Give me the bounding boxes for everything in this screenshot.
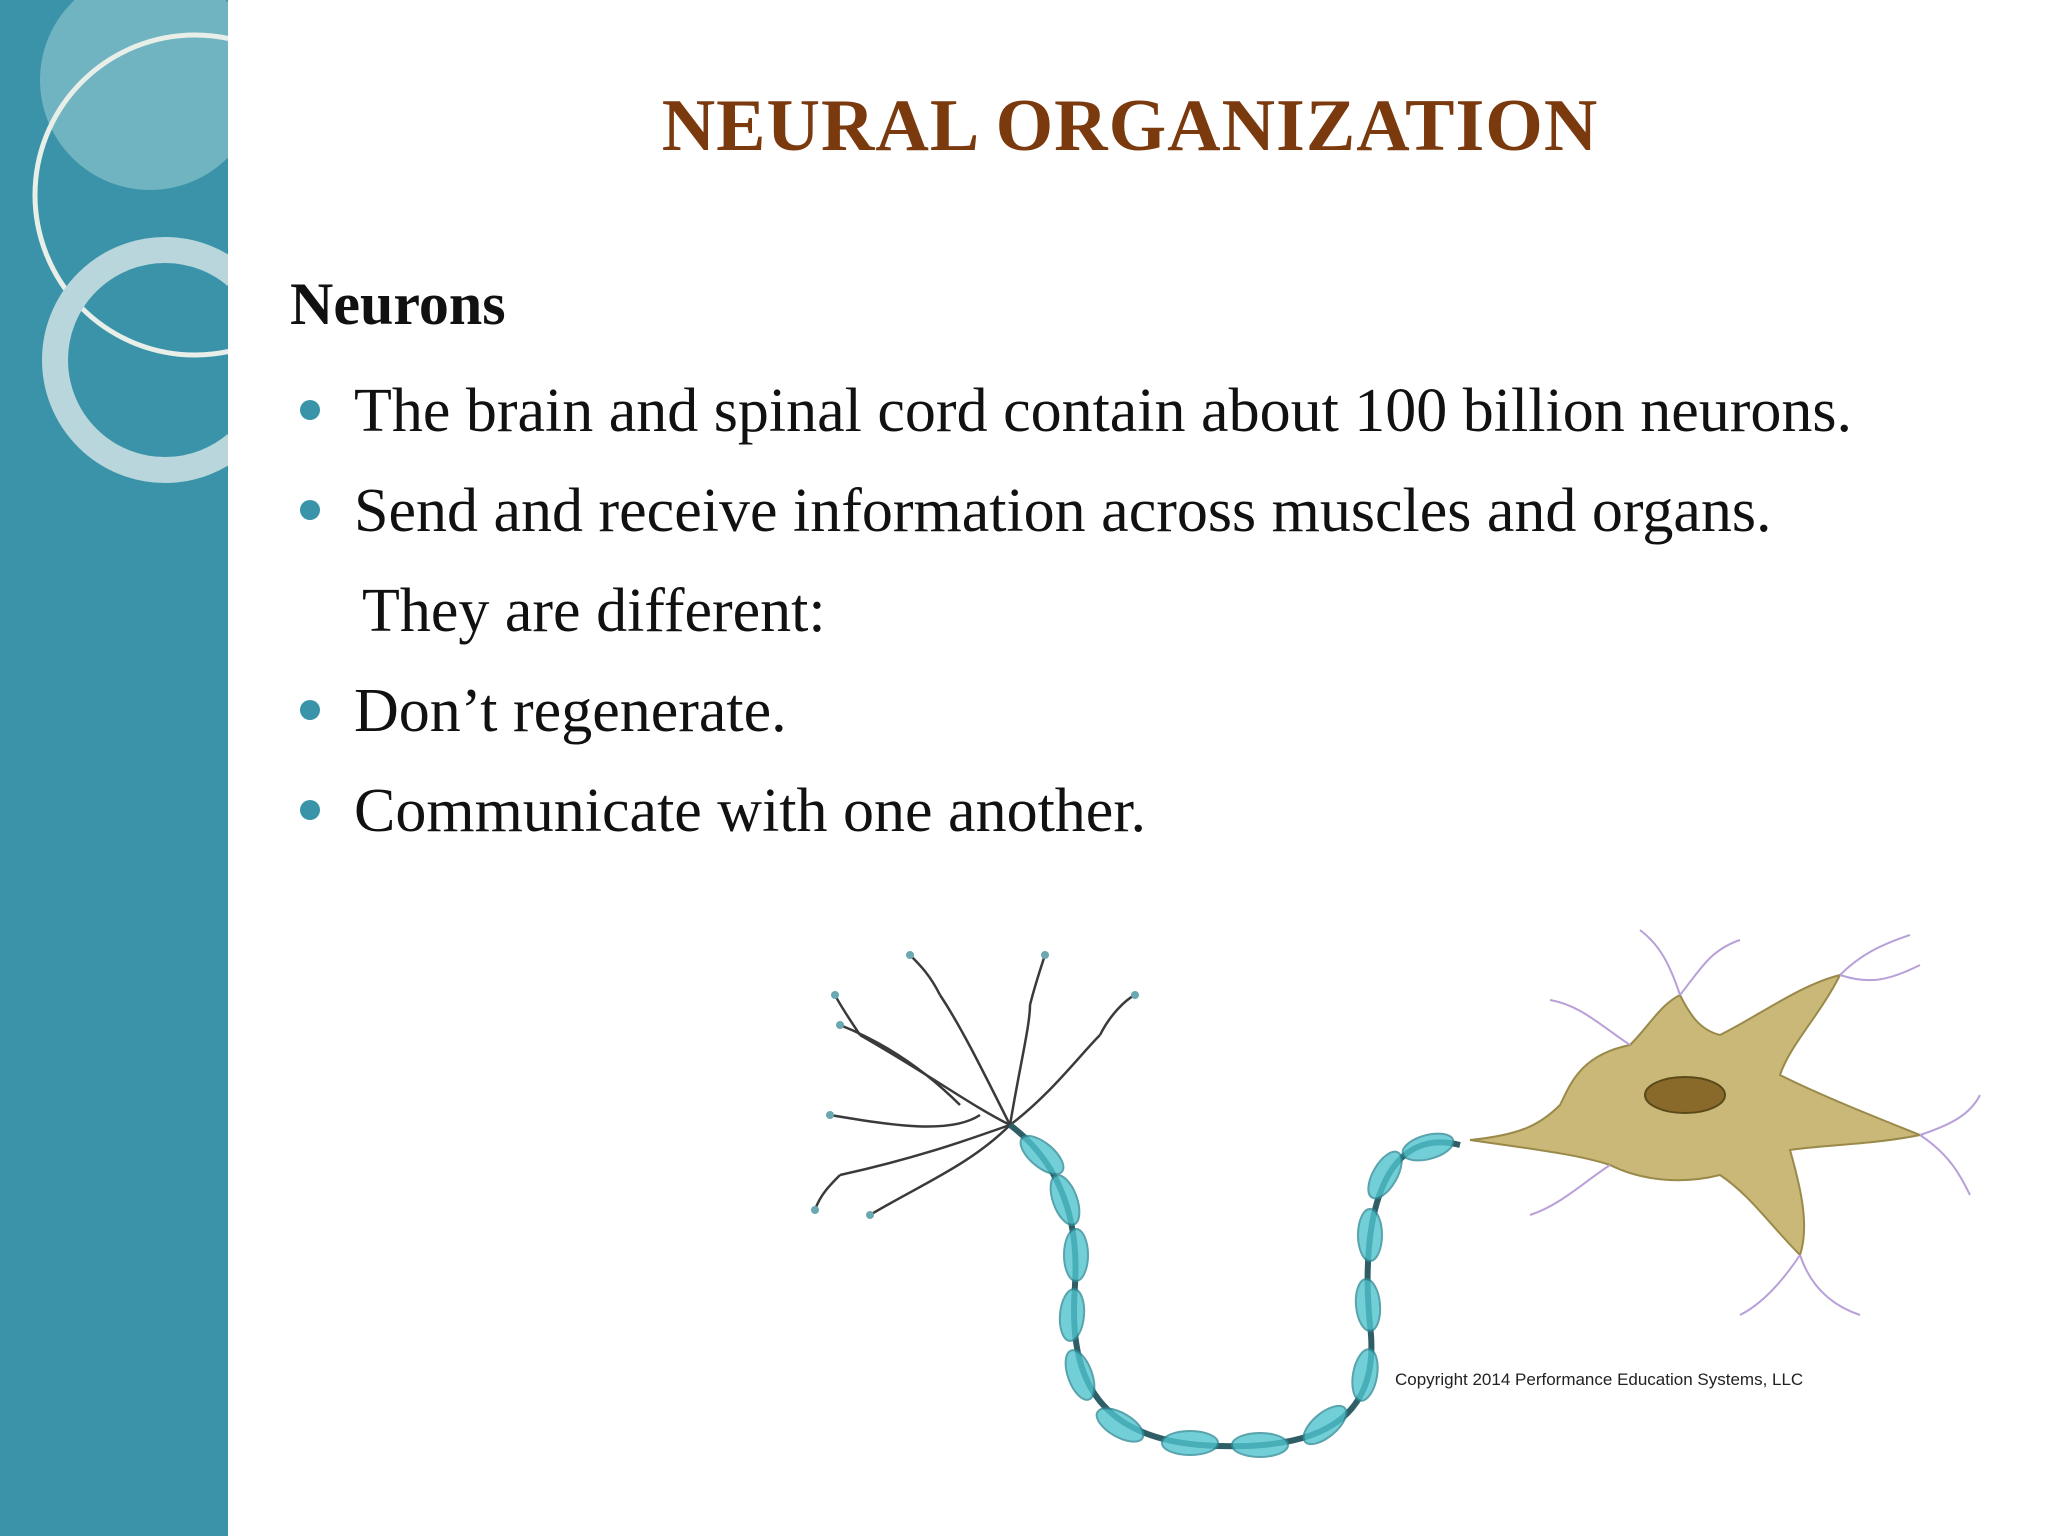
bullet-dot-icon <box>300 800 320 820</box>
bullet-dot-icon <box>300 400 320 420</box>
bullet-item: Send and receive information across musc… <box>290 468 1990 554</box>
bullet-text: Communicate with one another. <box>354 777 1147 845</box>
bullet-text: Send and receive information across musc… <box>354 477 1772 545</box>
bullet-item: The brain and spinal cord contain about … <box>290 368 1990 454</box>
bullet-item: Don’t regenerate. <box>290 668 1990 754</box>
bullet-item: Communicate with one another. <box>290 768 1990 854</box>
bullet-text: The brain and spinal cord contain about … <box>354 377 1852 445</box>
circle-decoration <box>32 0 228 483</box>
terminal-knobs <box>811 951 1139 1219</box>
bullet-dot-icon <box>300 700 320 720</box>
slide-title: NEURAL ORGANIZATION <box>661 85 1599 167</box>
neuron-illustration <box>811 929 1981 1458</box>
decorative-sidebar <box>0 0 228 1536</box>
nucleus <box>1644 1076 1726 1114</box>
bullet-dot-icon <box>300 500 320 520</box>
sub-line: They are different: <box>362 577 826 645</box>
myelin-sheath <box>1019 1132 1455 1458</box>
copyright-notice: Copyright 2014 Performance Education Sys… <box>1395 1370 1804 1389</box>
bullet-list: The brain and spinal cord contain about … <box>290 368 1990 854</box>
axon-terminal <box>813 954 1136 1217</box>
section-heading: Neurons <box>290 271 506 337</box>
dendrites <box>1529 929 1981 1316</box>
bullet-text: Don’t regenerate. <box>354 677 787 745</box>
